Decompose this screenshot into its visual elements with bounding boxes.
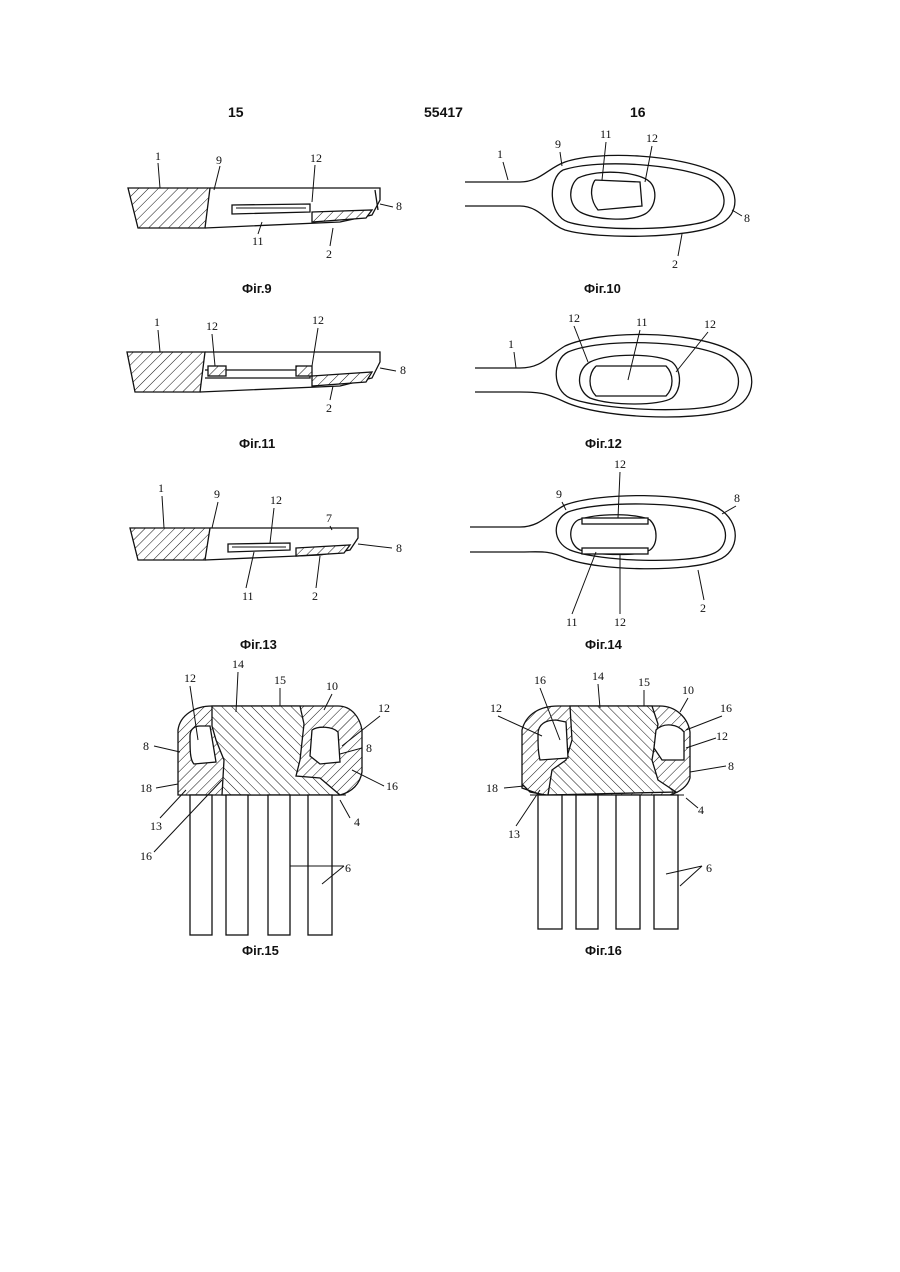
fig16-label-16b: 16 — [720, 701, 732, 715]
fig15-label-8b: 8 — [366, 741, 372, 755]
fig11-label-1: 1 — [154, 315, 160, 329]
fig16-label-14: 14 — [592, 669, 604, 683]
fig13-label-12: 12 — [270, 493, 282, 507]
fig15-label-16: 16 — [386, 779, 398, 793]
fig15-label-18: 18 — [140, 781, 152, 795]
fig10-label-2: 2 — [672, 257, 678, 271]
fig11-label-8: 8 — [400, 363, 406, 377]
fig10-label-9: 9 — [555, 137, 561, 151]
figure-10-caption: Фіг.10 — [584, 281, 621, 296]
fig10-label-1: 1 — [497, 147, 503, 161]
fig15-label-4: 4 — [354, 815, 360, 829]
fig10-label-11: 11 — [600, 127, 612, 141]
figure-13: 1 9 12 7 8 11 2 — [130, 481, 402, 603]
figure-13-caption: Фіг.13 — [240, 637, 277, 652]
fig15-label-15: 15 — [274, 673, 286, 687]
fig13-label-8: 8 — [396, 541, 402, 555]
fig15-label-8: 8 — [143, 739, 149, 753]
fig11-label-2: 2 — [326, 401, 332, 415]
fig14-label-2: 2 — [700, 601, 706, 615]
fig13-label-11: 11 — [242, 589, 254, 603]
fig14-label-8: 8 — [734, 491, 740, 505]
fig13-label-7: 7 — [326, 511, 332, 525]
fig10-label-12: 12 — [646, 131, 658, 145]
figure-16-caption: Фіг.16 — [585, 943, 622, 958]
fig11-label-12b: 12 — [312, 313, 324, 327]
figure-11-caption: Фіг.11 — [239, 436, 275, 451]
fig15-label-12: 12 — [184, 671, 196, 685]
fig9-label-11: 11 — [252, 234, 264, 248]
fig16-label-13: 13 — [508, 827, 520, 841]
figure-9: 1 9 12 8 11 2 — [128, 149, 402, 261]
fig15-label-12b: 12 — [378, 701, 390, 715]
fig14-label-12b: 12 — [614, 615, 626, 629]
fig15-label-6: 6 — [345, 861, 351, 875]
fig9-label-1: 1 — [155, 149, 161, 163]
figure-14-caption: Фіг.14 — [585, 637, 622, 652]
figure-16: 16 14 15 10 16 12 12 8 18 4 13 6 — [486, 669, 734, 929]
figure-10: 1 9 11 12 8 2 — [465, 127, 750, 271]
fig16-label-15: 15 — [638, 675, 650, 689]
fig16-label-8: 8 — [728, 759, 734, 773]
fig15-label-13: 13 — [150, 819, 162, 833]
fig16-label-12: 12 — [490, 701, 502, 715]
figure-12: 12 11 12 1 — [475, 311, 752, 417]
fig16-label-10: 10 — [682, 683, 694, 697]
fig9-label-2: 2 — [326, 247, 332, 261]
fig12-label-12: 12 — [568, 311, 580, 325]
fig16-label-6: 6 — [706, 861, 712, 875]
figure-15-caption: Фіг.15 — [242, 943, 279, 958]
fig13-label-2: 2 — [312, 589, 318, 603]
fig13-label-1: 1 — [158, 481, 164, 495]
figure-12-caption: Фіг.12 — [585, 436, 622, 451]
fig15-label-14: 14 — [232, 657, 244, 671]
fig16-label-16: 16 — [534, 673, 546, 687]
fig14-label-9: 9 — [556, 487, 562, 501]
figure-15: 12 14 15 10 12 8 8 18 16 13 16 4 6 — [140, 657, 398, 935]
fig15-label-16b: 16 — [140, 849, 152, 863]
fig14-label-11: 11 — [566, 615, 578, 629]
fig14-label-12: 12 — [614, 457, 626, 471]
fig16-label-4: 4 — [698, 803, 704, 817]
fig16-label-12b: 12 — [716, 729, 728, 743]
fig9-label-9: 9 — [216, 153, 222, 167]
fig9-label-12: 12 — [310, 151, 322, 165]
fig12-label-12b: 12 — [704, 317, 716, 331]
fig9-label-8: 8 — [396, 199, 402, 213]
figure-11: 1 12 12 8 2 — [127, 313, 406, 415]
fig16-label-18: 18 — [486, 781, 498, 795]
fig13-label-9: 9 — [214, 487, 220, 501]
fig11-label-12: 12 — [206, 319, 218, 333]
fig12-label-1: 1 — [508, 337, 514, 351]
fig10-label-8: 8 — [744, 211, 750, 225]
figure-9-caption: Фіг.9 — [242, 281, 272, 296]
fig15-label-10: 10 — [326, 679, 338, 693]
figure-14: 9 12 8 11 12 2 — [470, 457, 740, 629]
fig12-label-11: 11 — [636, 315, 648, 329]
